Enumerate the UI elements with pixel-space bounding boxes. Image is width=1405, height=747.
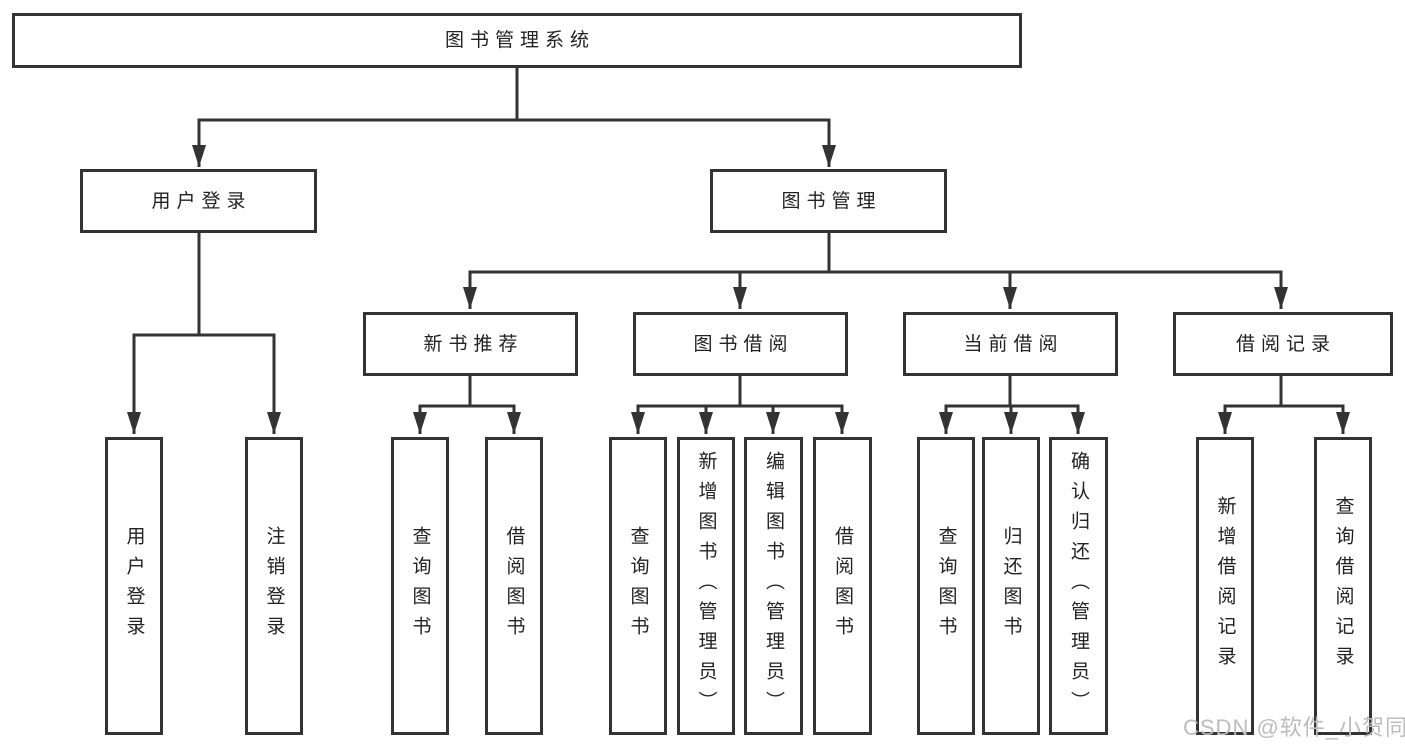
node-borrow-records: 借阅记录 xyxy=(1173,312,1393,376)
leaf-edit-book-admin: 编辑图书（管理员） xyxy=(744,437,803,735)
leaf-query-books-current: 查询图书 xyxy=(917,437,975,735)
node-new-book-recommend: 新书推荐 xyxy=(363,312,578,376)
node-current-borrowing: 当前借阅 xyxy=(903,312,1118,376)
node-library-management-system: 图书管理系统 xyxy=(12,13,1022,68)
leaf-query-borrow-record: 查询借阅记录 xyxy=(1314,437,1372,735)
node-label: 用户登录 xyxy=(151,190,252,212)
leaf-borrow-books-recommend: 借阅图书 xyxy=(485,437,543,735)
leaf-confirm-return-admin: 确认归还（管理员） xyxy=(1049,437,1108,735)
node-label: 新书推荐 xyxy=(423,333,524,355)
node-label: 图书管理系统 xyxy=(444,30,595,51)
leaf-label: 借阅图书 xyxy=(832,526,853,646)
leaf-query-books-recommend: 查询图书 xyxy=(391,437,449,735)
leaf-label: 查询图书 xyxy=(935,526,957,646)
node-label: 当前借阅 xyxy=(963,333,1064,355)
leaf-query-books-borrowing: 查询图书 xyxy=(609,437,667,735)
leaf-label: 编辑图书（管理员） xyxy=(763,451,784,721)
leaf-logout: 注销登录 xyxy=(245,437,303,735)
node-label: 图书借阅 xyxy=(693,333,794,355)
leaf-add-borrow-record: 新增借阅记录 xyxy=(1196,437,1254,735)
leaf-label: 查询图书 xyxy=(627,526,649,646)
node-user-login: 用户登录 xyxy=(80,169,317,233)
leaf-label: 查询图书 xyxy=(409,526,431,646)
leaf-return-book: 归还图书 xyxy=(982,437,1040,735)
leaf-label: 借阅图书 xyxy=(503,526,525,646)
leaf-label: 用户登录 xyxy=(123,526,145,646)
node-label: 图书管理 xyxy=(781,190,882,212)
leaf-user-login: 用户登录 xyxy=(105,437,163,735)
node-label: 借阅记录 xyxy=(1235,333,1336,355)
leaf-label: 查询借阅记录 xyxy=(1332,496,1354,676)
leaf-borrow-books-borrowing: 借阅图书 xyxy=(813,437,872,735)
node-book-management: 图书管理 xyxy=(710,169,947,233)
node-book-borrowing: 图书借阅 xyxy=(633,312,848,376)
leaf-label: 确认归还（管理员） xyxy=(1068,451,1089,721)
leaf-label: 新增图书（管理员） xyxy=(695,451,717,721)
leaf-label: 注销登录 xyxy=(263,526,285,646)
csdn-watermark: CSDN @软件_小贺同学 xyxy=(1183,715,1405,740)
leaf-add-book-admin: 新增图书（管理员） xyxy=(677,437,735,735)
leaf-label: 新增借阅记录 xyxy=(1214,496,1236,676)
leaf-label: 归还图书 xyxy=(1000,526,1022,646)
